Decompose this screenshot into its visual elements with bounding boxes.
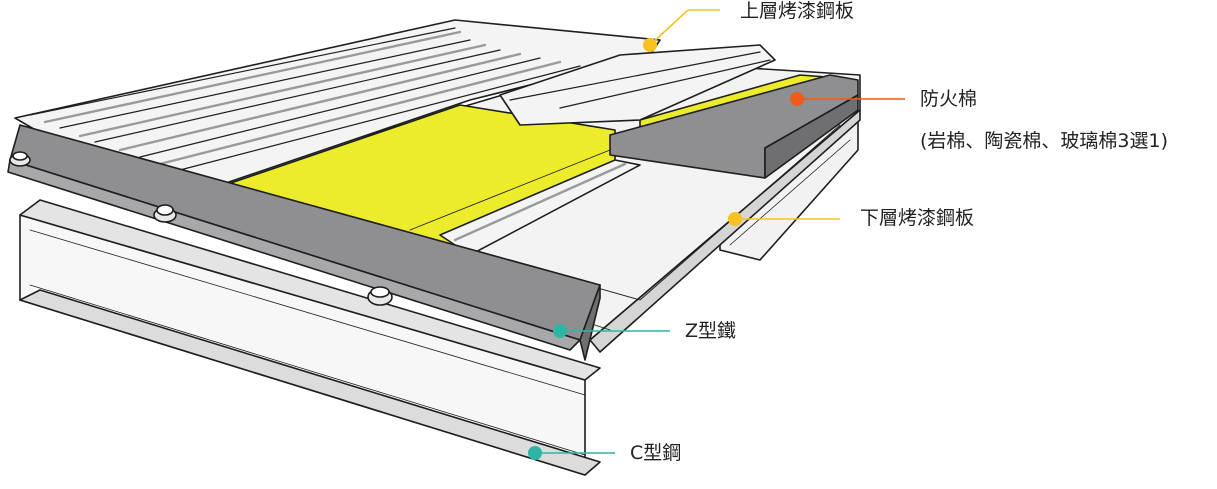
- callout-upper-sheet: [643, 9, 720, 52]
- callout-lower-sheet: [728, 212, 840, 226]
- label-fire-wool-types: (岩棉、陶瓷棉、玻璃棉3選1): [920, 130, 1169, 152]
- callout-z-purlin: [553, 324, 670, 338]
- c-purlin-front: [19, 199, 601, 476]
- upper-steel-sheet: [14, 19, 776, 256]
- bolt-2: [153, 204, 177, 223]
- label-fire-wool: 防火棉: [920, 88, 978, 110]
- callout-c-purlin: [528, 446, 615, 460]
- label-c-purlin: C型鋼: [630, 442, 682, 464]
- z-purlin-front: [7, 124, 601, 361]
- label-lower-steel-sheet: 下層烤漆鋼板: [860, 207, 975, 229]
- label-upper-steel-sheet: 上層烤漆鋼板: [740, 0, 855, 22]
- callout-fire-wool: [790, 92, 905, 106]
- bolt-1: [9, 151, 31, 167]
- bolt-3: [367, 286, 393, 306]
- label-z-purlin: Z型鐵: [685, 320, 737, 342]
